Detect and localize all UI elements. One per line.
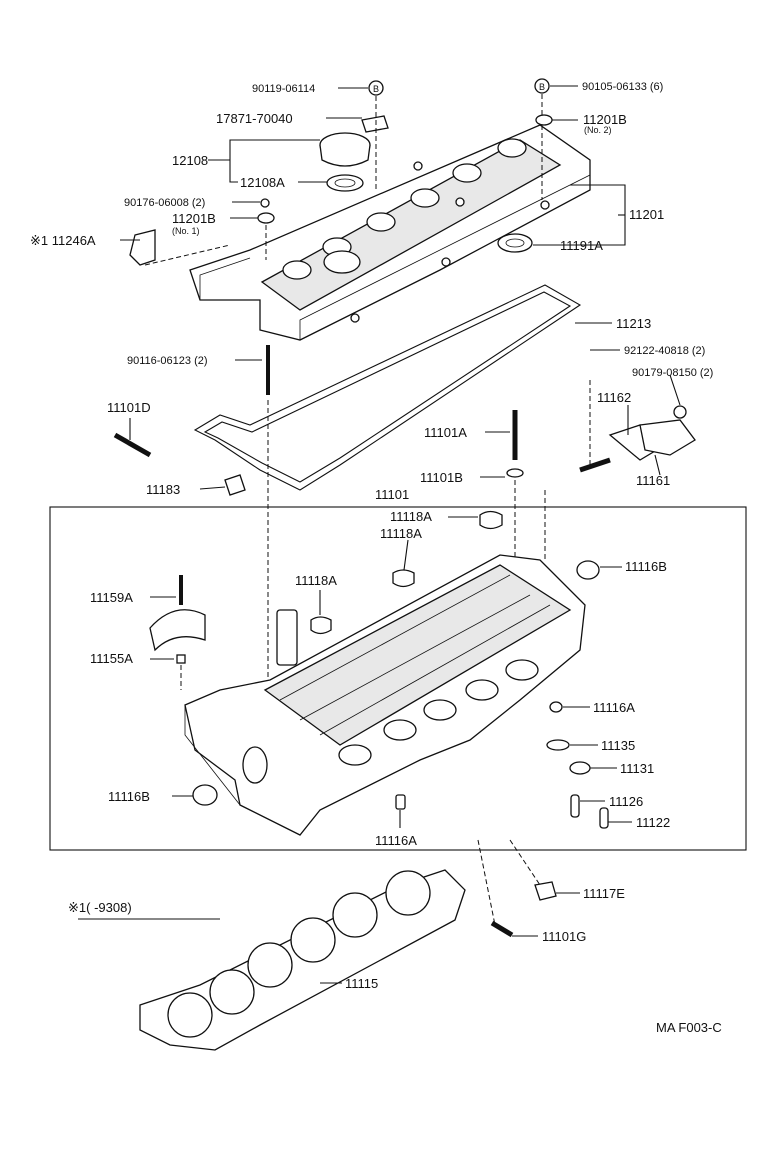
label-12108a: 12108A	[240, 175, 285, 190]
label-11101b: 11101B	[420, 470, 463, 485]
plug-11116B-left-icon	[192, 784, 218, 806]
grommet-no1-icon	[257, 212, 275, 224]
plug-11117E-icon	[534, 881, 557, 901]
label-11131: 11131	[620, 761, 654, 776]
label-90179-08150: 90179-08150 (2)	[632, 367, 713, 379]
marker-b-right: B	[539, 82, 545, 92]
head-gasket-11115	[139, 869, 466, 1051]
applicability-note: ※1( -9308)	[68, 900, 132, 915]
label-11135: 11135	[601, 738, 635, 753]
clip-11183-icon	[224, 474, 246, 496]
plug-11116B-right-icon	[576, 560, 600, 580]
label-11122: 11122	[636, 815, 670, 830]
clamp-17871-icon	[361, 115, 389, 133]
label-11117e: 11117E	[583, 886, 625, 901]
label-11183: 11183	[146, 482, 180, 497]
plug-seal-11191A-icon	[497, 233, 533, 253]
label-11116b-right: 11116B	[625, 559, 667, 574]
seal-11135-icon	[546, 739, 570, 751]
plug-11118A-left-icon	[310, 616, 332, 635]
bolt-90176-icon	[260, 198, 270, 208]
plug-11118A-mid-icon	[392, 569, 415, 588]
label-11118a-left: 11118A	[295, 573, 337, 588]
label-11101d: 11101D	[107, 400, 151, 415]
cylinder-head-group-frame	[49, 506, 747, 851]
label-92122-40818: 92122-40818 (2)	[624, 345, 705, 357]
label-90116-06123: 90116-06123 (2)	[127, 355, 208, 367]
guide-11122-icon	[599, 807, 609, 829]
ring-11131-icon	[569, 761, 591, 775]
label-11101a: 11101A	[424, 425, 467, 440]
label-11126: 11126	[609, 794, 643, 809]
label-90105-06133: 90105-06133 (6)	[582, 81, 663, 93]
label-11101g: 11101G	[542, 929, 586, 944]
pin-11155A-icon	[176, 654, 186, 664]
cover-gasket-11213	[193, 284, 582, 491]
water-outlet-11161-icon	[639, 419, 696, 456]
label-17871-70040: 17871-70040	[216, 111, 293, 126]
label-11155a: 11155A	[90, 651, 133, 666]
label-11115: 11115	[345, 976, 378, 991]
label-11116a-right: 11116A	[593, 700, 635, 715]
label-11191a: 11191A	[560, 238, 603, 253]
camshaft-bearing-cap-icon	[149, 609, 206, 652]
label-11118a-mid: 11118A	[380, 526, 422, 541]
guide-tube-icon	[276, 609, 298, 666]
label-11118a-top: 11118A	[390, 509, 432, 524]
stud-11101G-icon	[490, 920, 514, 938]
label-11246a: ※1 11246A	[30, 233, 96, 248]
diagram-code: MA F003-C	[656, 1020, 722, 1035]
washer-11101B-icon	[506, 468, 524, 478]
label-11116b-left: 11116B	[108, 789, 150, 804]
label-12108: 12108	[172, 153, 208, 168]
cylinder-head-cover-11201	[189, 124, 591, 341]
label-11162: 11162	[597, 390, 631, 405]
bolt-90179-icon	[673, 405, 687, 419]
oil-filler-cap-12108	[319, 132, 371, 192]
guide-11126-icon	[570, 794, 580, 818]
bracket-11246A-icon	[129, 229, 156, 266]
marker-b-left-icon	[368, 80, 384, 96]
label-no2: (No. 2)	[584, 125, 612, 135]
stud-11101D-icon	[113, 432, 152, 458]
marker-b-right-icon	[534, 78, 550, 94]
plug-11116A-bottom-icon	[395, 794, 406, 810]
label-90119-06114: 90119-06114	[252, 83, 315, 95]
label-90176-06008: 90176-06008 (2)	[124, 197, 205, 209]
plug-11118A-top-icon	[479, 510, 503, 530]
label-11159a: 11159A	[90, 590, 133, 605]
label-11116a-bottom: 11116A	[375, 833, 417, 848]
label-no1: (No. 1)	[172, 226, 200, 236]
grommet-no2-icon	[535, 114, 553, 126]
marker-b-left: B	[373, 84, 379, 94]
cylinder-head-11101	[184, 554, 586, 836]
label-11213: 11213	[616, 316, 651, 331]
label-11201b-no2: 11201B	[583, 112, 627, 127]
label-11161: 11161	[636, 473, 670, 488]
label-11101: 11101	[375, 487, 409, 502]
label-11201: 11201	[629, 207, 664, 222]
stud-92122-icon	[579, 457, 611, 473]
label-11201b-no1: 11201B	[172, 211, 216, 226]
plug-11116A-right-icon	[549, 701, 563, 713]
